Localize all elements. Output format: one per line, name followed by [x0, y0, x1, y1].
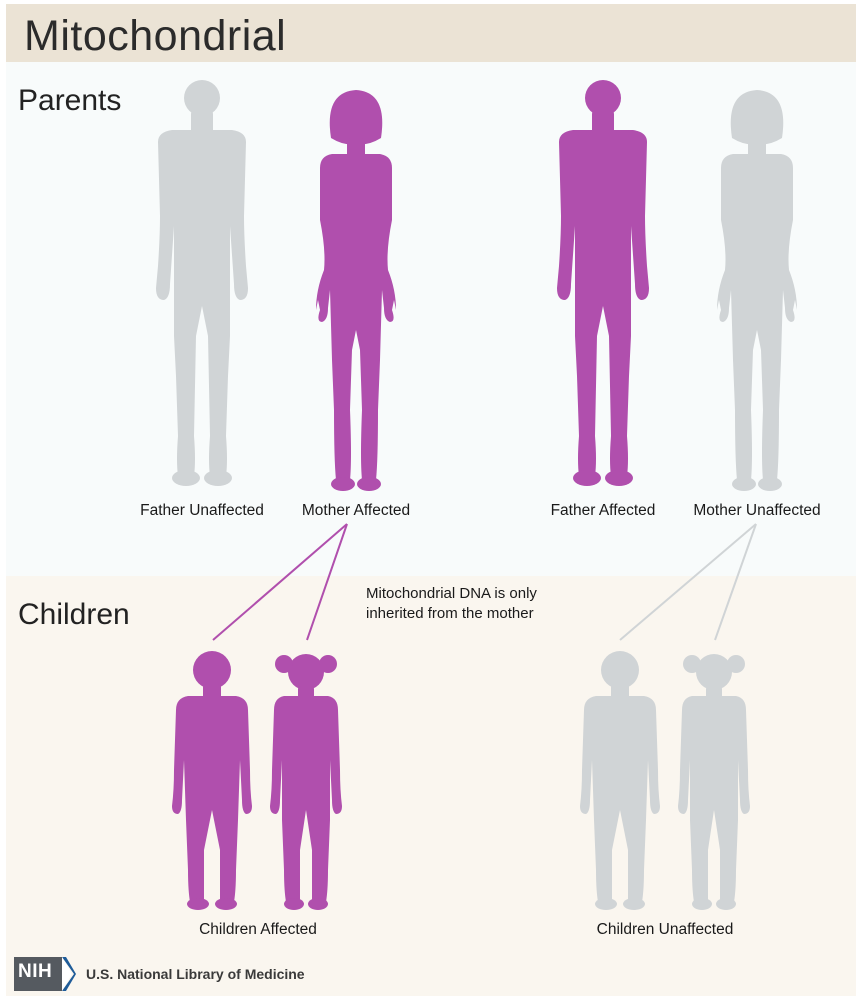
organization-name: U.S. National Library of Medicine	[86, 966, 305, 982]
mother-affected-figure	[316, 90, 396, 491]
inheritance-note: Mitochondrial DNA is only inherited from…	[366, 584, 596, 624]
caption-children-unaffected: Children Unaffected	[597, 921, 734, 939]
mother-unaffected-figure	[717, 90, 797, 491]
caption-mother-affected: Mother Affected	[302, 502, 410, 520]
caption-father-affected: Father Affected	[551, 502, 656, 520]
father-unaffected-figure	[156, 80, 248, 486]
caption-father-unaffected: Father Unaffected	[140, 502, 264, 520]
girl-affected-figure	[270, 654, 342, 910]
boy-unaffected-figure	[580, 651, 660, 910]
girl-unaffected-figure	[678, 654, 750, 910]
footer: NIH U.S. National Library of Medicine	[14, 956, 305, 992]
father-affected-figure	[557, 80, 649, 486]
caption-children-affected: Children Affected	[199, 921, 317, 939]
caption-mother-unaffected: Mother Unaffected	[693, 502, 820, 520]
nih-logo: NIH	[14, 957, 76, 991]
boy-affected-figure	[172, 651, 252, 910]
nih-logo-text: NIH	[18, 961, 52, 983]
